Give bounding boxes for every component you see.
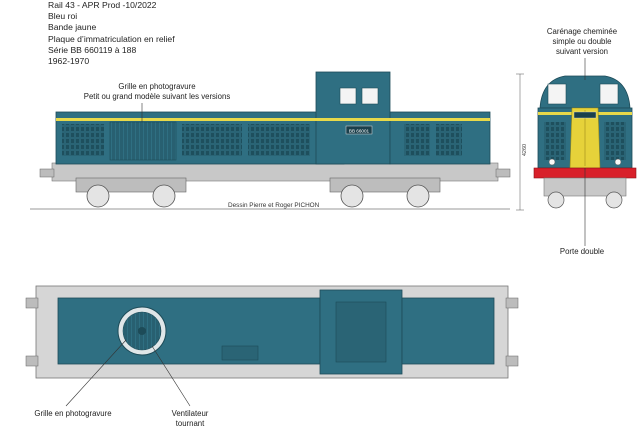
cab-window-1 bbox=[339, 87, 357, 105]
louvre-panel-5 bbox=[436, 124, 462, 156]
label-carenage: Carénage cheminée simple ou double suiva… bbox=[546, 27, 618, 56]
top-short-hood bbox=[401, 297, 495, 365]
louvre-panel-4 bbox=[404, 124, 430, 156]
top-buffer bbox=[505, 355, 519, 367]
wheel bbox=[152, 184, 176, 208]
top-buffer bbox=[505, 297, 519, 309]
wheel bbox=[406, 184, 430, 208]
cab-roof-panel bbox=[335, 301, 387, 363]
cab-window-2 bbox=[361, 87, 379, 105]
headlight-right bbox=[614, 158, 622, 166]
callout-line-ventilateur bbox=[151, 345, 191, 407]
side-grille bbox=[109, 121, 177, 161]
front-number-plate bbox=[573, 111, 597, 119]
headlight-left bbox=[548, 158, 556, 166]
louvre-panel-3 bbox=[248, 124, 310, 156]
fan-hub bbox=[138, 327, 146, 335]
buffer-right bbox=[495, 168, 511, 178]
louvre-panel-2 bbox=[182, 124, 242, 156]
yellow-stripe bbox=[56, 118, 490, 121]
bogie-left bbox=[75, 177, 187, 208]
dimension-value: 4260 bbox=[522, 144, 528, 156]
front-view: 4260 bbox=[516, 58, 637, 246]
front-window-right bbox=[599, 83, 619, 105]
front-window-left bbox=[547, 83, 567, 105]
header-line-4: Plaque d’immatriculation en relief bbox=[48, 33, 175, 44]
wheel bbox=[547, 191, 565, 209]
credit-text: Dessin Pierre et Roger PICHON bbox=[228, 202, 320, 209]
header-line-3: Bande jaune bbox=[48, 22, 97, 33]
roof-hatch bbox=[221, 345, 259, 361]
callout-line-grille-top bbox=[65, 339, 127, 407]
header-line-1: Rail 43 - APR Prod -10/2022 bbox=[48, 0, 157, 10]
label-ventilateur: Ventilateur tournant bbox=[171, 409, 209, 428]
wheel bbox=[605, 191, 623, 209]
side-view: BB 66001 bbox=[30, 71, 511, 210]
label-porte-double: Porte double bbox=[559, 247, 605, 256]
louvre-panel-1 bbox=[62, 124, 104, 156]
front-grille-right bbox=[604, 122, 626, 160]
label-grille-top: Grille en photogravure bbox=[34, 409, 112, 418]
header-line-5: Série BB 660119 à 188 bbox=[48, 44, 137, 55]
wheel bbox=[340, 184, 364, 208]
header-line-2: Bleu roi bbox=[48, 11, 78, 22]
top-buffer bbox=[25, 355, 39, 367]
wheel bbox=[86, 184, 110, 208]
label-grille-side: Grille en photogravure Petit ou grand mo… bbox=[83, 82, 231, 101]
buffer-left bbox=[39, 168, 55, 178]
bogie-right bbox=[329, 177, 441, 208]
plate-number: BB 66001 bbox=[349, 128, 370, 133]
number-plate bbox=[345, 125, 373, 135]
header-block: Rail 43 - APR Prod -10/2022 Bleu roi Ban… bbox=[48, 0, 175, 67]
top-long-hood bbox=[57, 297, 321, 365]
front-grille-left bbox=[544, 122, 566, 160]
top-view bbox=[25, 285, 519, 407]
header-line-6: 1962-1970 bbox=[48, 56, 90, 67]
top-buffer bbox=[25, 297, 39, 309]
